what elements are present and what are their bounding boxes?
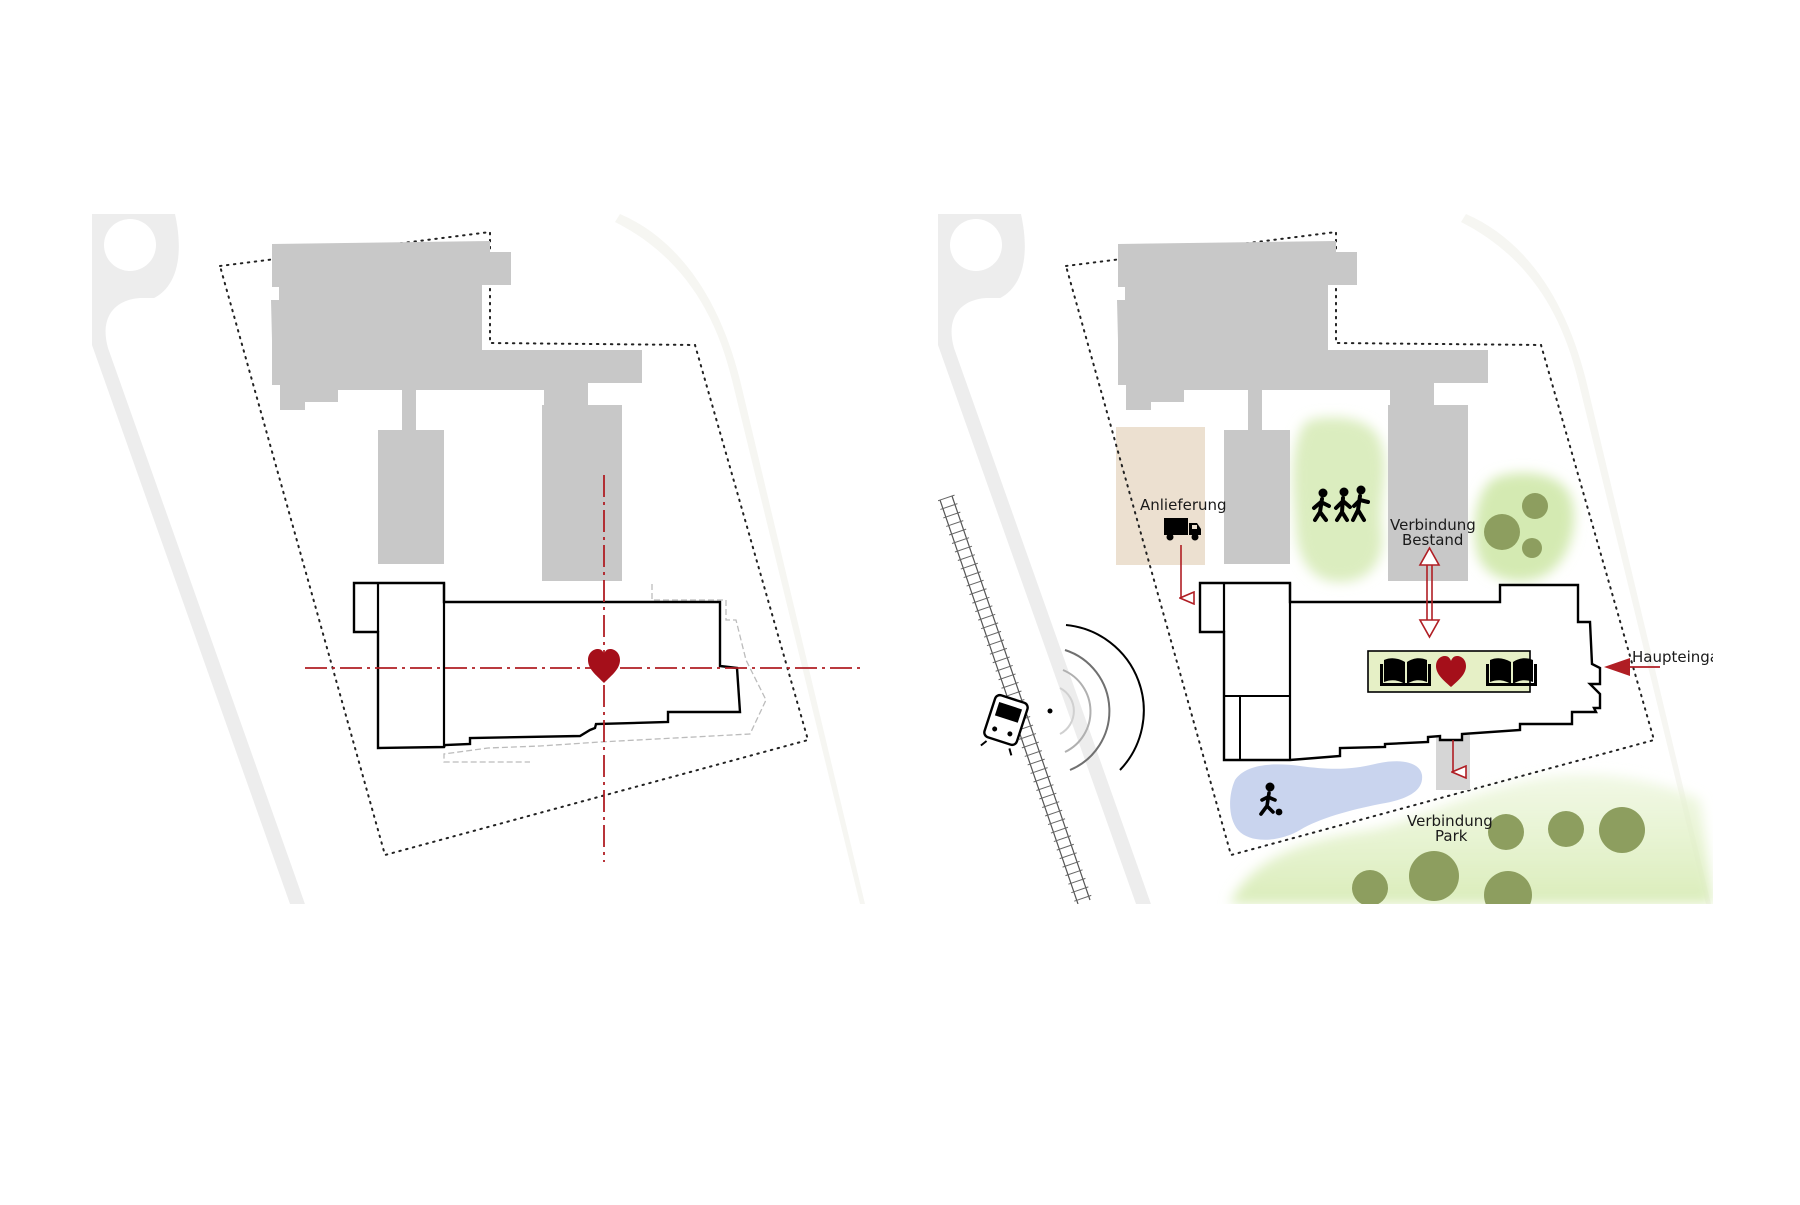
new-building-outline xyxy=(352,581,742,750)
label-connection-park-2: Park xyxy=(1435,827,1468,845)
rail-tie xyxy=(1056,843,1074,851)
rail-tie xyxy=(992,656,1010,664)
park-trees xyxy=(1352,807,1645,904)
rail-tie xyxy=(1030,767,1048,774)
rail-tie xyxy=(986,639,1005,647)
delivery-zone xyxy=(1116,427,1205,565)
rail-tie xyxy=(972,596,990,604)
rail-tie xyxy=(1004,690,1022,698)
rail-tie xyxy=(960,562,978,570)
rail-tie xyxy=(975,605,993,613)
rail-tie xyxy=(995,664,1013,672)
rail-tie xyxy=(954,545,973,553)
rail-tie xyxy=(1047,818,1066,826)
rail-tie xyxy=(1044,809,1063,817)
rail-tie xyxy=(1065,869,1083,877)
rail-tie xyxy=(969,588,987,596)
road-right xyxy=(938,214,1711,904)
rail-tie xyxy=(1033,775,1051,783)
rail-tie xyxy=(1062,860,1080,868)
sound-waves-icon xyxy=(1047,624,1145,771)
rail-tie xyxy=(980,622,999,630)
right-diagram: Anlieferung Verbindung Bestand Haupteing… xyxy=(938,214,1738,904)
open-book-icon xyxy=(1380,658,1431,686)
existing-connection-arrow xyxy=(1418,546,1441,639)
rail-tie xyxy=(963,571,981,579)
previous-footprint xyxy=(443,584,767,763)
label-connection-existing-2: Bestand xyxy=(1402,531,1463,549)
rail-tie xyxy=(1036,784,1054,791)
label-delivery: Anlieferung xyxy=(1140,496,1227,514)
courtyard-green xyxy=(1292,417,1385,582)
left-diagram xyxy=(92,214,865,904)
rail-tie xyxy=(983,630,1002,638)
rail-tie xyxy=(1074,894,1092,902)
park-area xyxy=(1230,774,1713,904)
rail-tie xyxy=(951,537,970,544)
rail-tie xyxy=(1039,792,1057,800)
rail-tie xyxy=(978,613,996,621)
rail-tie xyxy=(940,503,958,510)
people-group-icon xyxy=(1312,485,1370,522)
road-left xyxy=(92,214,865,904)
tram-icon xyxy=(980,693,1029,756)
rail-tie xyxy=(998,673,1016,681)
truck-icon xyxy=(1164,518,1201,541)
rail-tie xyxy=(946,520,964,527)
rail-tie xyxy=(1059,852,1077,860)
existing-buildings xyxy=(271,241,642,581)
heart-icon xyxy=(588,649,620,683)
rail-tie xyxy=(1021,741,1040,749)
rail-tie xyxy=(966,579,984,587)
heart-icon xyxy=(1436,656,1466,687)
rail-tie xyxy=(943,511,961,519)
label-connection-park-1: Verbindung xyxy=(1407,812,1493,830)
tree-island xyxy=(1474,472,1575,582)
rail-tie xyxy=(1071,886,1089,894)
rail-tie xyxy=(957,554,976,562)
rail-tie xyxy=(1001,681,1019,689)
rail-tie xyxy=(938,494,955,502)
site-boundary-right xyxy=(1065,230,1656,857)
football-player-icon xyxy=(1259,782,1283,816)
label-main-entrance: Haupteingang xyxy=(1632,648,1738,666)
label-connection-existing-1: Verbindung xyxy=(1390,516,1476,534)
site-boundary xyxy=(219,230,810,857)
main-entrance-arrow xyxy=(1604,658,1660,676)
rail-tie xyxy=(1027,758,1045,766)
rail-tie xyxy=(1053,835,1072,843)
rail-tie xyxy=(1042,801,1060,808)
island-trees xyxy=(1484,493,1548,558)
rail-tie xyxy=(1018,733,1037,740)
rail-tie xyxy=(1050,826,1069,834)
rail-tie xyxy=(1024,750,1042,757)
rail-tie xyxy=(948,528,967,536)
rail-tie xyxy=(989,647,1008,655)
open-book-icon xyxy=(1486,658,1537,686)
rail-tie xyxy=(1068,877,1086,885)
pond xyxy=(1230,761,1423,840)
